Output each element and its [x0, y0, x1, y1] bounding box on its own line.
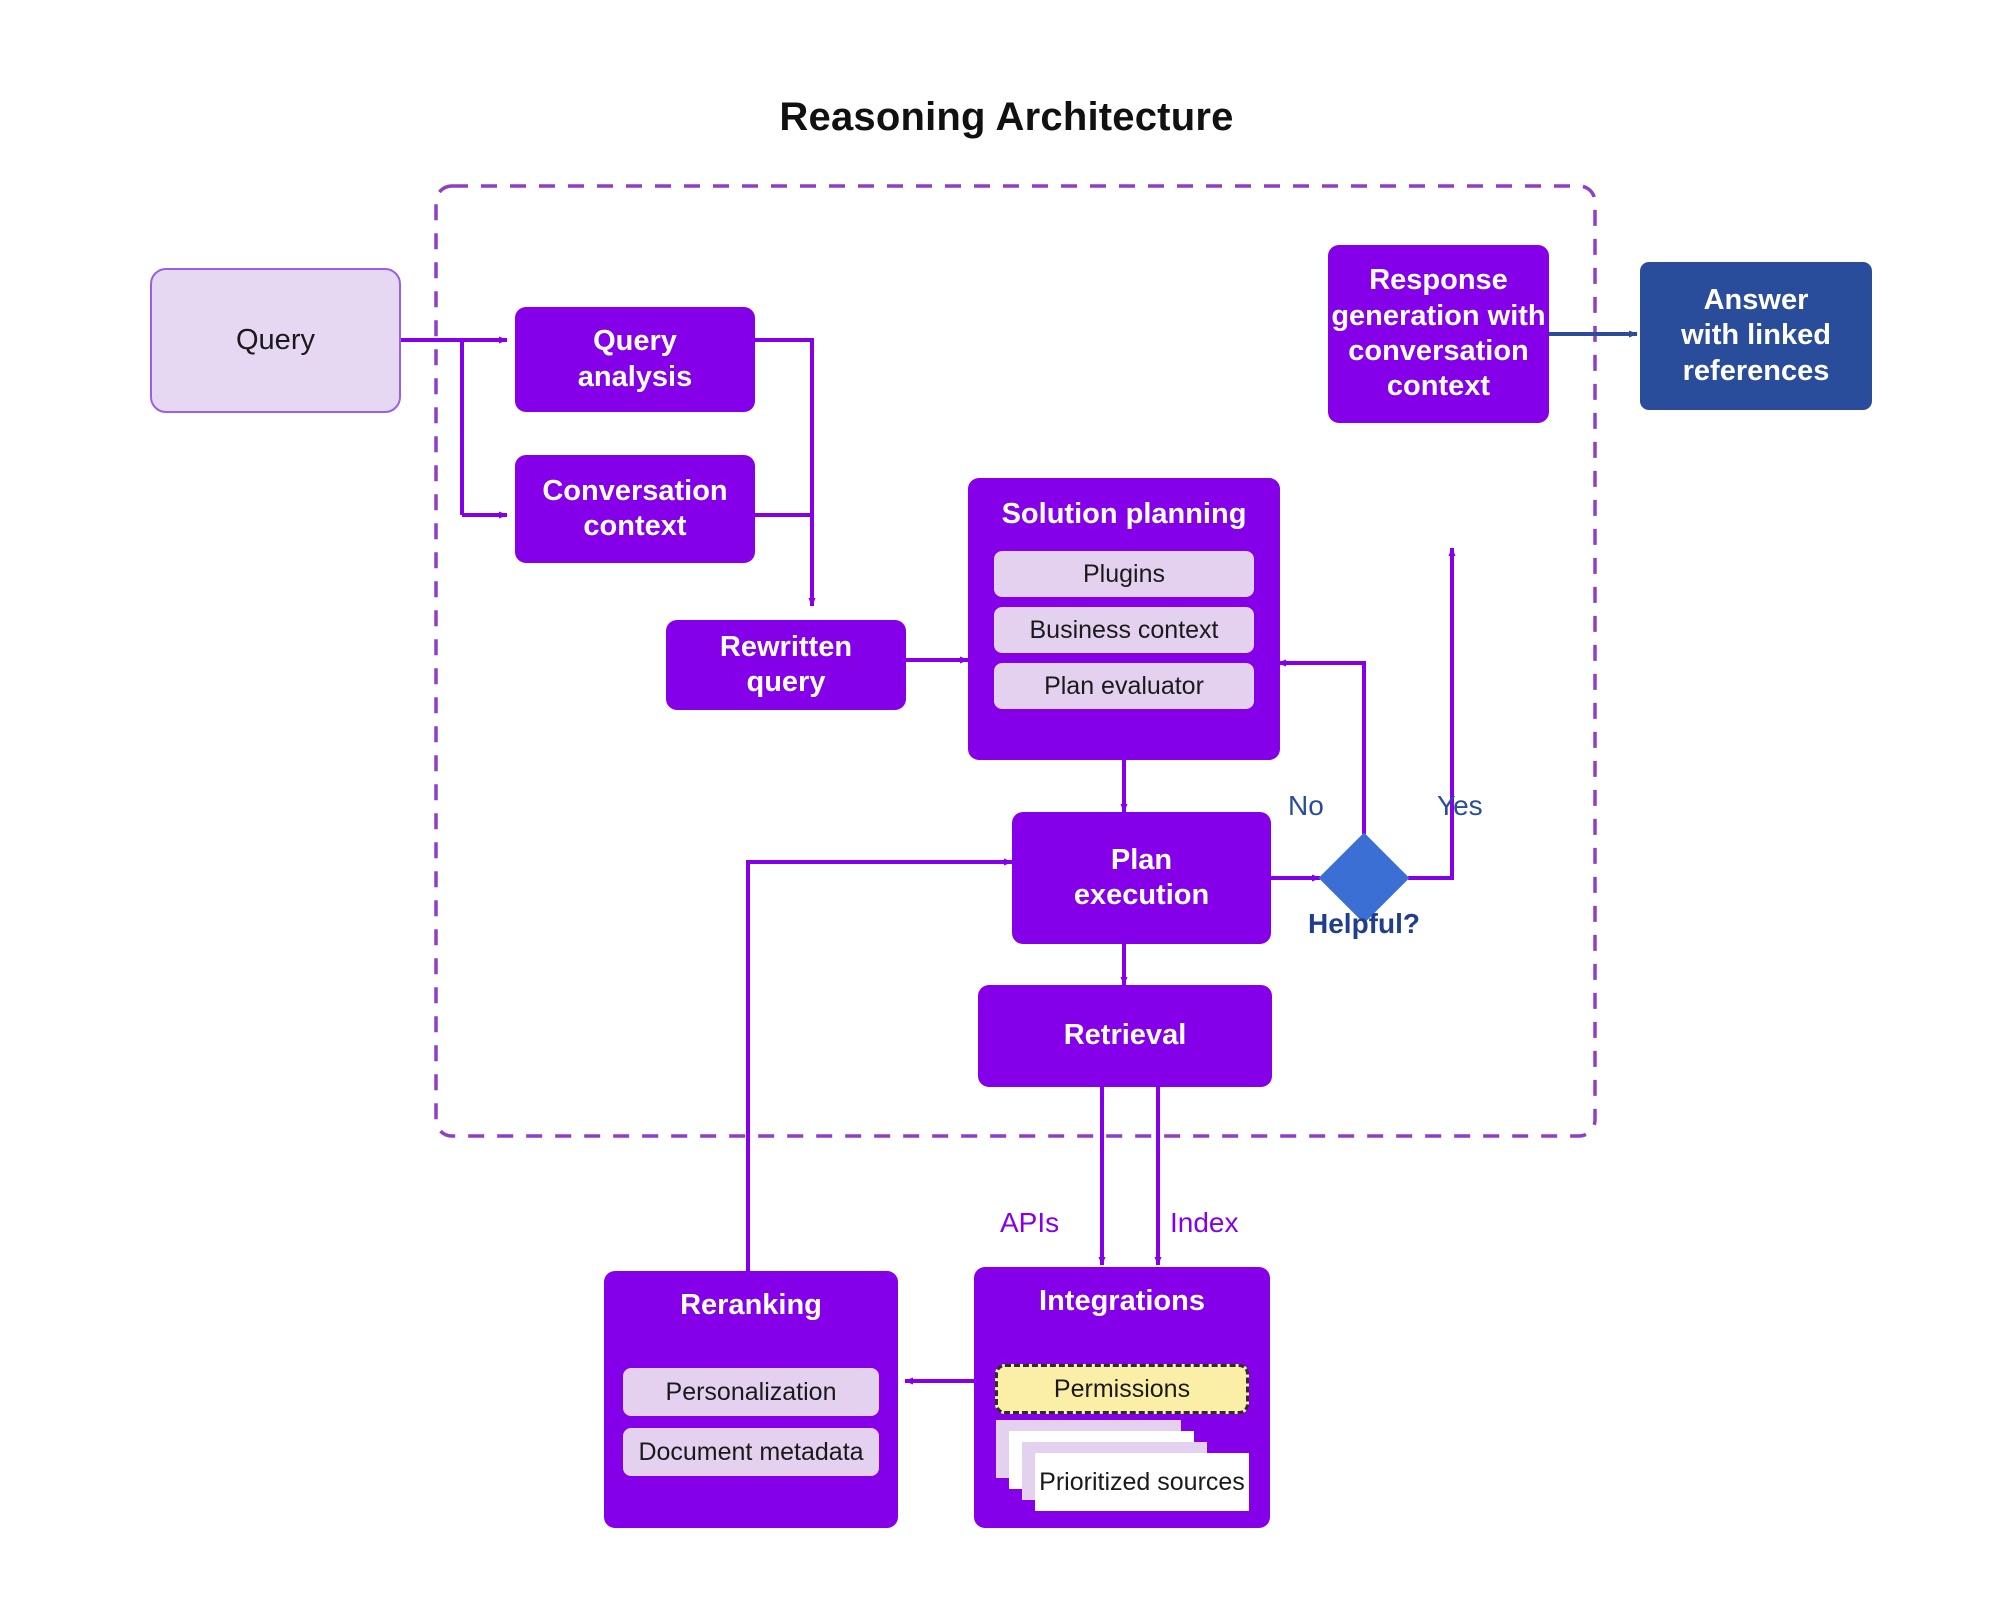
node-plan-execution[interactable]: Plan execution [1012, 812, 1271, 944]
node-rewritten-query-line2: query [746, 666, 826, 698]
edge-reranking-to-plan-execution [746, 858, 1013, 1271]
node-response-generation-line2: generation with [1331, 299, 1546, 332]
group-reranking-title: Reranking [680, 1289, 822, 1321]
group-integrations-title: Integrations [1039, 1285, 1205, 1317]
node-retrieval-label: Retrieval [1063, 1019, 1187, 1052]
node-rewritten-query-line1: Rewritten [719, 630, 853, 663]
group-reranking[interactable]: Reranking Personalization Document metad… [604, 1271, 898, 1528]
edge-label-apis: APIs [1000, 1207, 1060, 1238]
node-response-generation-line1: Response [1369, 264, 1508, 297]
node-conversation-context[interactable]: Conversation context [515, 455, 755, 563]
pill-plan-evaluator[interactable]: Plan evaluator [994, 663, 1254, 709]
system-boundary-dashed-box [434, 184, 1597, 1138]
node-answer-line2: with linked [1681, 319, 1831, 352]
group-solution-planning-title: Solution planning [1001, 498, 1247, 530]
node-conversation-context-line2: context [583, 510, 687, 542]
pill-plugins[interactable]: Plugins [994, 551, 1254, 597]
node-rewritten-query[interactable]: Rewritten query [666, 620, 906, 710]
edge-label-no: No [1288, 790, 1324, 821]
node-query[interactable]: Query [150, 268, 401, 413]
node-query-analysis-line1: Query [593, 325, 677, 358]
pill-document-metadata[interactable]: Document metadata [623, 1428, 879, 1476]
decision-diamond-helpful [1318, 832, 1410, 924]
pill-business-context[interactable]: Business context [994, 607, 1254, 653]
node-retrieval[interactable]: Retrieval [978, 985, 1272, 1087]
node-plan-execution-line1: Plan [1110, 843, 1173, 876]
edge-decision-no-to-business-context [1277, 659, 1366, 834]
pill-personalization[interactable]: Personalization [623, 1368, 879, 1416]
page-title: Reasoning Architecture [779, 95, 1234, 139]
node-response-generation[interactable]: Response generation with conversation co… [1328, 245, 1549, 423]
node-answer-line1: Answer [1703, 283, 1809, 316]
node-answer-line3: references [1682, 354, 1830, 387]
node-query-analysis-line2: analysis [577, 360, 693, 393]
node-answer-with-linked-references[interactable]: Answer with linked references [1640, 262, 1872, 410]
node-query-label: Query [236, 323, 315, 356]
card-front-prioritized-sources[interactable]: Prioritized sources [1035, 1453, 1249, 1511]
edge-decision-yes-to-response-generation [1408, 547, 1456, 880]
edge-query-analysis-to-rewritten [755, 338, 816, 607]
node-plan-execution-line2: execution [1073, 879, 1210, 911]
edge-label-index: Index [1170, 1207, 1239, 1238]
node-query-analysis[interactable]: Query analysis [515, 307, 755, 412]
card-stack-prioritized-sources[interactable]: Prioritized sources [996, 1420, 1249, 1511]
node-conversation-context-line1: Conversation [542, 474, 728, 507]
pill-permissions[interactable]: Permissions [995, 1364, 1249, 1414]
edge-label-yes: Yes [1437, 790, 1483, 821]
decision-label-helpful: Helpful? [1308, 908, 1420, 939]
group-solution-planning[interactable]: Solution planning Plugins Business conte… [968, 478, 1280, 760]
node-response-generation-line3: conversation [1348, 335, 1529, 367]
node-response-generation-line4: context [1386, 370, 1491, 403]
